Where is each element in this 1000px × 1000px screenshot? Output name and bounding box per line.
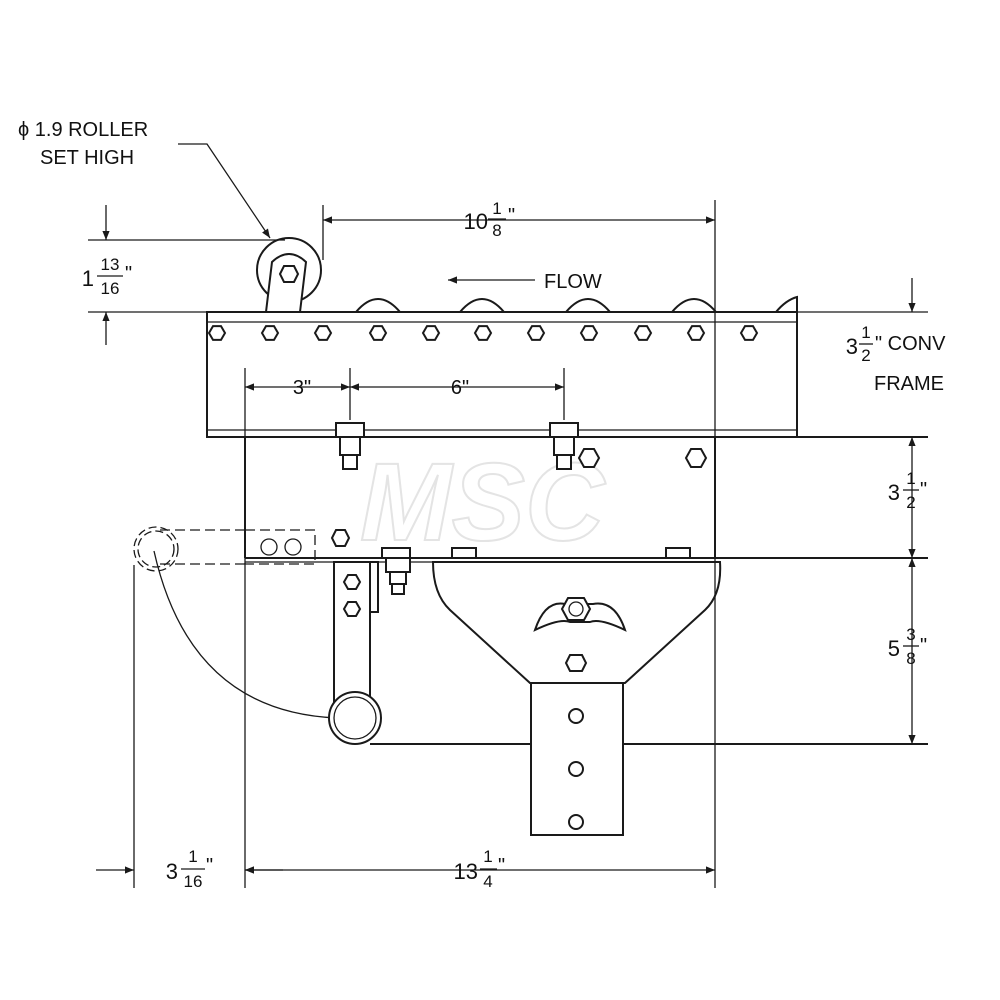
dim-mid-height: 3 1 2 " xyxy=(888,469,927,512)
plate-bolt-3 xyxy=(330,529,351,547)
dim-spacing-b: 6" xyxy=(451,377,469,399)
roller-note-line1: ϕ 1.9 ROLLER xyxy=(18,119,148,141)
svg-text:1: 1 xyxy=(861,323,870,342)
svg-text:": " xyxy=(498,855,505,877)
roller-2 xyxy=(457,298,507,313)
svg-text:8: 8 xyxy=(906,649,915,668)
svg-text:": " xyxy=(206,855,213,877)
svg-text:3: 3 xyxy=(906,625,915,644)
plate-bolt-1 xyxy=(577,448,601,468)
dim-conv-frame: 3 1 2 " CONV FRAME xyxy=(846,323,946,395)
frame-hex-hole xyxy=(579,325,599,341)
svg-text:4: 4 xyxy=(483,872,492,891)
svg-text:13: 13 xyxy=(101,255,120,274)
frame-hex-hole xyxy=(421,325,441,341)
dim-left-offset: 3 1 16 " xyxy=(166,847,213,891)
svg-text:2: 2 xyxy=(861,346,870,365)
roller-1 xyxy=(353,298,403,313)
svg-text:3: 3 xyxy=(166,859,178,884)
frame-hex-hole xyxy=(526,325,546,341)
roller-leader xyxy=(178,143,271,239)
frame-bolt-right xyxy=(549,422,579,470)
frame-bolt-left xyxy=(335,422,365,470)
svg-text:1: 1 xyxy=(188,847,197,866)
roller-4 xyxy=(669,298,719,313)
dimension-lines xyxy=(96,143,916,874)
high-roller-axle xyxy=(278,265,300,283)
svg-text:1: 1 xyxy=(483,847,492,866)
svg-text:1: 1 xyxy=(82,266,94,291)
dim-spacing-a: 3" xyxy=(293,377,311,399)
roller-3 xyxy=(563,298,613,313)
frame-hex-hole xyxy=(633,325,653,341)
svg-text:8: 8 xyxy=(492,221,501,240)
dim-roller-height: 1 13 16 " xyxy=(82,255,132,298)
svg-text:" CONV: " CONV xyxy=(875,333,946,355)
svg-text:": " xyxy=(920,479,927,501)
frame-hex-hole xyxy=(473,325,493,341)
stand-leg xyxy=(530,682,624,836)
frame-hex-hole xyxy=(313,325,333,341)
svg-text:": " xyxy=(920,635,927,657)
dim-lower-height: 5 3 8 " xyxy=(888,625,927,668)
svg-text:16: 16 xyxy=(101,279,120,298)
frame-hex-hole xyxy=(739,325,759,341)
svg-text:2: 2 xyxy=(906,493,915,512)
svg-text:1: 1 xyxy=(906,469,915,488)
svg-text:13: 13 xyxy=(454,859,478,884)
svg-text:16: 16 xyxy=(184,872,203,891)
swing-arc xyxy=(153,550,338,719)
frame-note-line2: FRAME xyxy=(874,373,944,395)
plate-bolt-2 xyxy=(684,448,708,468)
flow-label: FLOW xyxy=(544,271,602,293)
dim-bottom-span: 13 1 4 " xyxy=(454,847,506,891)
svg-text:5: 5 xyxy=(888,636,900,661)
bar-nut-1 xyxy=(381,547,411,559)
dim-top-span: 10 1 8 " xyxy=(464,199,516,240)
frame-hex-hole xyxy=(260,325,280,341)
swing-arm xyxy=(133,526,928,745)
svg-text:3: 3 xyxy=(846,334,858,359)
svg-text:10: 10 xyxy=(464,209,488,234)
bar-nut-3 xyxy=(665,547,691,559)
frame-hex-hole xyxy=(368,325,388,341)
labels: ϕ 1.9 ROLLER SET HIGH FLOW 10 1 8 " 1 13… xyxy=(18,119,946,891)
svg-text:3: 3 xyxy=(888,480,900,505)
roller-note-line2: SET HIGH xyxy=(40,147,134,169)
svg-text:": " xyxy=(125,263,132,285)
frame-hex-hole xyxy=(207,325,227,341)
roller-5 xyxy=(773,295,798,313)
svg-text:": " xyxy=(508,205,515,227)
bar-nut-2 xyxy=(451,547,477,559)
frame-channel xyxy=(206,311,798,438)
svg-text:1: 1 xyxy=(492,199,501,218)
pivot-bracket xyxy=(431,561,722,836)
frame-hole-row xyxy=(207,325,759,341)
frame-hex-hole xyxy=(686,325,706,341)
conveyor-frame xyxy=(206,237,928,438)
